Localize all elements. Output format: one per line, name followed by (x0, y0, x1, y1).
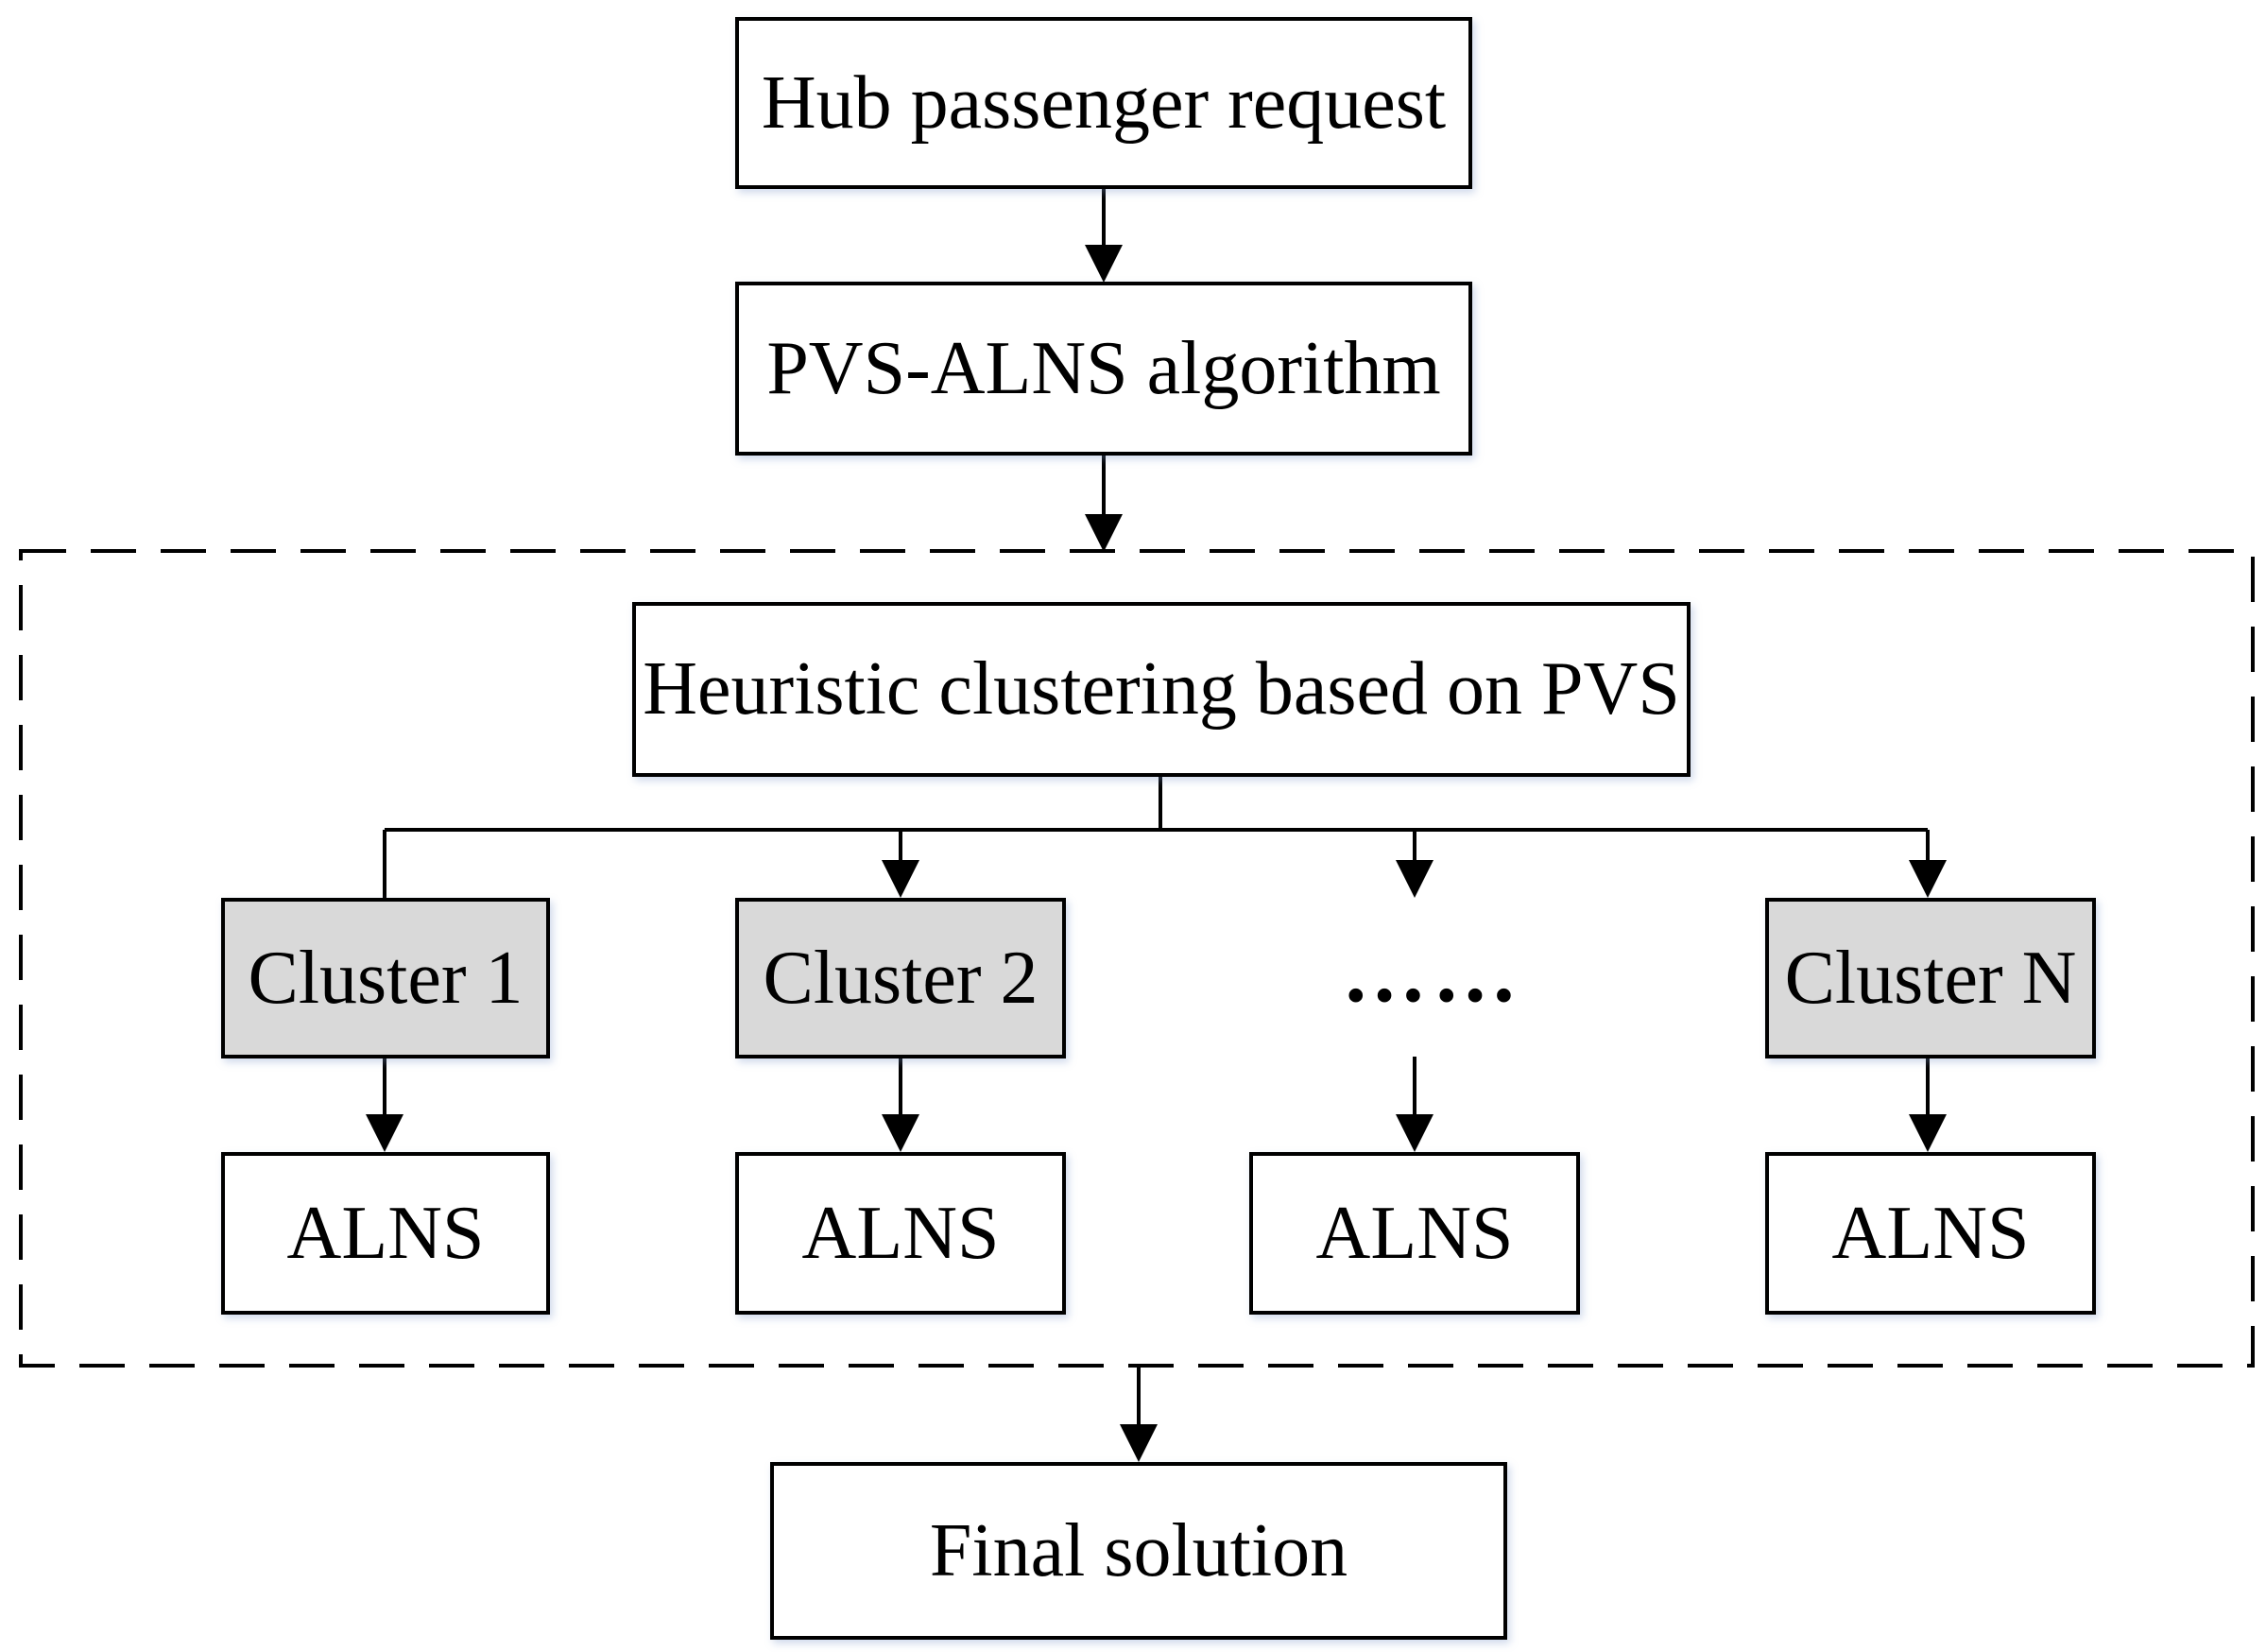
alns-label-2: ALNS (801, 1191, 1000, 1275)
cluster-1-label: Cluster 1 (248, 936, 524, 1020)
group-region (19, 549, 2255, 1368)
pvs-alns-algorithm-box: PVS-ALNS algorithm (735, 282, 1472, 456)
alns-box-1: ALNS (221, 1152, 550, 1315)
heuristic-clustering-label: Heuristic clustering based on PVS (643, 647, 1680, 731)
alns-box-2: ALNS (735, 1152, 1066, 1315)
hub-passenger-request-box: Hub passenger request (735, 17, 1472, 189)
alns-box-n: ALNS (1765, 1152, 2096, 1315)
alns-label-n: ALNS (1831, 1191, 2030, 1275)
final-solution-label: Final solution (929, 1508, 1348, 1592)
alns-label-1: ALNS (286, 1191, 485, 1275)
cluster-1-box: Cluster 1 (221, 898, 550, 1058)
cluster-n-label: Cluster N (1784, 936, 2077, 1020)
alns-box-3: ALNS (1249, 1152, 1580, 1315)
cluster-2-box: Cluster 2 (735, 898, 1066, 1058)
cluster-n-box: Cluster N (1765, 898, 2096, 1058)
alns-label-3: ALNS (1315, 1191, 1514, 1275)
heuristic-clustering-box: Heuristic clustering based on PVS (632, 602, 1691, 777)
pvs-alns-algorithm-label: PVS-ALNS algorithm (766, 326, 1441, 410)
cluster-2-label: Cluster 2 (763, 936, 1039, 1020)
hub-passenger-request-label: Hub passenger request (761, 60, 1447, 145)
ellipsis-label: …… (1342, 926, 1523, 1020)
final-solution-box: Final solution (770, 1462, 1507, 1640)
